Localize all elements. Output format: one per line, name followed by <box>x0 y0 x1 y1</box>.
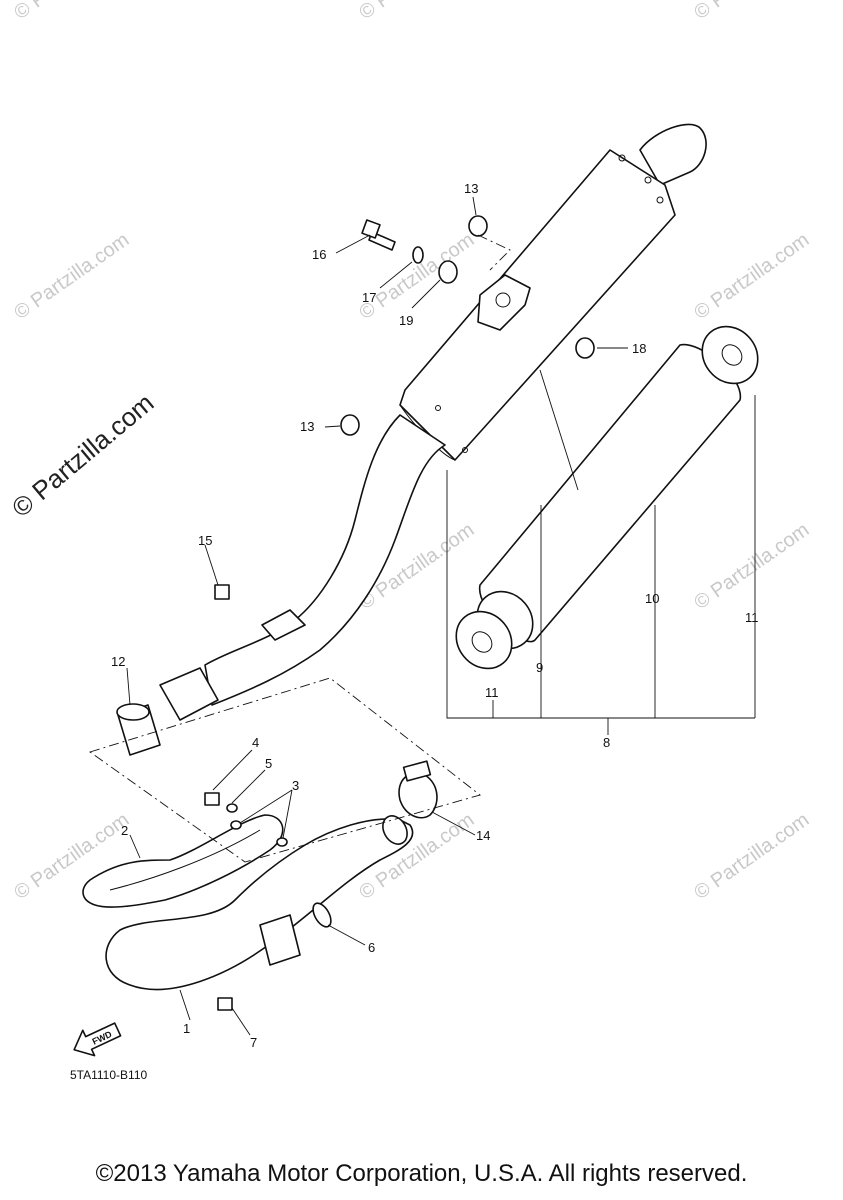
callout-13: 13 <box>464 181 478 196</box>
washer-5 <box>226 803 238 813</box>
pipe-mount-tab <box>261 609 306 641</box>
muffler-assembly <box>399 123 707 461</box>
leader-lines <box>126 196 628 1036</box>
mount-hole <box>462 447 468 453</box>
packing-hole <box>721 344 743 366</box>
watermark-text: © Partzilla.com <box>690 0 813 24</box>
callout-6: 6 <box>368 940 375 955</box>
copyright-notice: ©2013 Yamaha Motor Corporation, U.S.A. A… <box>95 1160 748 1187</box>
heat-shield-rib <box>109 829 261 891</box>
mount-hole <box>644 176 652 184</box>
collar-18 <box>575 337 595 359</box>
grommet-13-low <box>340 414 360 436</box>
washer-3b <box>276 837 288 847</box>
washer <box>412 246 424 264</box>
callout-4: 4 <box>252 735 259 750</box>
grommet-19 <box>438 260 458 284</box>
packing-hole <box>471 631 493 653</box>
bolt-7 <box>217 997 233 1011</box>
callout-9: 9 <box>536 660 543 675</box>
bolt-4 <box>204 792 220 806</box>
callout-3: 3 <box>292 778 299 793</box>
mount-hole <box>656 196 664 204</box>
pipe-spring-end <box>159 667 219 721</box>
muffler-tailpipe <box>639 123 707 186</box>
callout-numbers: 1 2 3 4 5 6 7 8 9 10 11 11 12 13 13 14 1… <box>111 181 759 1050</box>
muffler-internals <box>446 325 759 735</box>
alignment-guide <box>88 677 481 863</box>
callout-1: 1 <box>183 1021 190 1036</box>
group-bracket-8 <box>446 470 755 719</box>
pipe-section <box>204 414 446 706</box>
callout-16: 16 <box>312 247 326 262</box>
header-pipe-lower <box>82 703 438 991</box>
callout-18: 18 <box>632 341 646 356</box>
callout-10: 10 <box>645 591 659 606</box>
washer-3a <box>230 820 242 830</box>
clamp-bolt-head <box>402 760 432 782</box>
watermark-text: © Partzilla.com <box>690 229 813 324</box>
muffler-bracket <box>477 274 531 331</box>
callout-17: 17 <box>362 290 376 305</box>
group-bracket-ticks <box>492 395 756 735</box>
fwd-arrow-shape <box>73 1022 122 1057</box>
header-pipe-outlet <box>382 815 408 845</box>
mount-hole <box>618 154 626 162</box>
watermark-text: © Partzilla.com <box>10 229 133 324</box>
bolt-15 <box>214 584 230 600</box>
alignment-guide <box>477 234 511 271</box>
callout-15: 15 <box>198 533 212 548</box>
callout-12: 12 <box>111 654 125 669</box>
end-packing-bottom <box>455 610 513 670</box>
header-pipe <box>105 818 414 991</box>
watermark-text: © Partzilla.com <box>355 0 478 24</box>
watermark-text: © Partzilla.com <box>355 229 478 324</box>
gasket <box>312 902 332 928</box>
hardware <box>204 215 595 1011</box>
callout-11b: 11 <box>485 685 499 700</box>
callout-11: 11 <box>745 610 759 625</box>
callout-2: 2 <box>121 823 128 838</box>
end-packing-top <box>701 325 759 385</box>
fwd-arrow: FWD <box>73 1022 122 1057</box>
callout-5: 5 <box>265 756 272 771</box>
callout-13b: 13 <box>300 419 314 434</box>
header-flange <box>259 914 301 966</box>
callout-7: 7 <box>250 1035 257 1050</box>
watermark-text: © Partzilla.com <box>690 519 813 614</box>
sleeve-end <box>116 703 150 721</box>
exhaust-pipe-mid <box>159 414 446 721</box>
bracket-hole <box>495 292 511 308</box>
mount-hole <box>435 405 441 411</box>
callout-19: 19 <box>399 313 413 328</box>
watermark-text: © Partzilla.com <box>10 0 133 24</box>
grommet-13-top <box>468 215 488 237</box>
callout-14: 14 <box>476 828 490 843</box>
muffler-clamp <box>398 772 438 819</box>
watermark-text: © Partzilla.com <box>690 809 813 904</box>
catalog-code: 5TA1110-B110 <box>70 1068 148 1082</box>
callout-8: 8 <box>603 735 610 750</box>
